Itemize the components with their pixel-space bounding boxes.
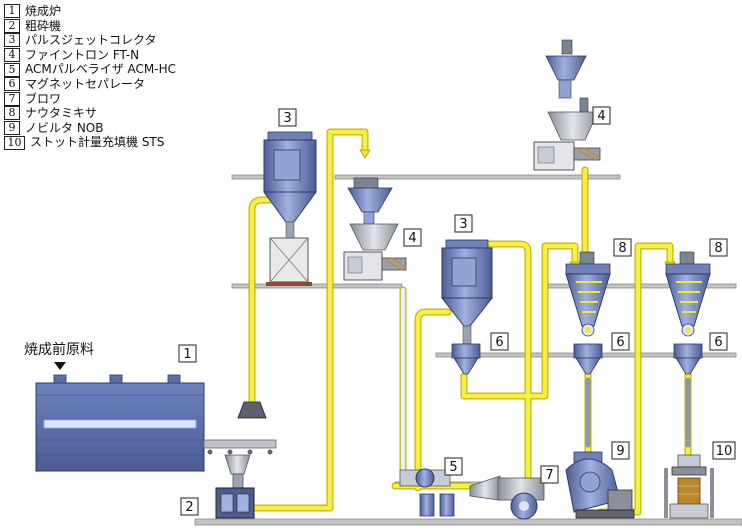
furnace-vent-2 [109, 374, 123, 384]
legend-text: パルスジェットコレクタ [25, 33, 157, 48]
pipe-acm-to-collector [414, 308, 452, 492]
pickup-funnel [237, 401, 267, 419]
callout-finetron-top: 4 [592, 106, 611, 125]
legend-text: ブロワ [25, 91, 62, 106]
floor-level-2-left [231, 283, 403, 289]
svg-text:6: 6 [495, 335, 503, 350]
callout-crusher: 2 [180, 497, 199, 516]
magsep-c [673, 343, 703, 375]
magsep-a [451, 343, 481, 375]
legend-item: 4 ファイントロン FT-N [4, 48, 176, 63]
legend-number: 4 [4, 48, 20, 63]
legend-item: 8 ナウタミキサ [4, 106, 176, 121]
legend-text: ストット計量充填機 STS [30, 135, 165, 150]
legend-item: 9 ノビルタ NOB [4, 121, 176, 136]
svg-text:4: 4 [597, 109, 605, 124]
crusher-neck [232, 473, 244, 489]
acm-rotor [415, 468, 435, 488]
legend-text: ノビルタ NOB [25, 120, 104, 135]
callout-magsep-a: 6 [490, 332, 509, 351]
callout-acm: 5 [444, 457, 463, 476]
svg-text:3: 3 [459, 217, 467, 232]
legend-text: マグネットセパレータ [25, 76, 146, 91]
legend-number: 7 [4, 91, 20, 106]
acm-pulverizer [399, 468, 501, 517]
svg-text:7: 7 [545, 468, 553, 483]
legend-item: 5 ACMパルベライザ ACM-HC [4, 62, 176, 77]
crusher [215, 454, 255, 519]
legend-item: 2 粗砕機 [4, 19, 176, 34]
legend-number: 5 [4, 62, 20, 77]
callout-magsep-b: 6 [611, 332, 630, 351]
pulse-jet-collector-top [263, 131, 317, 286]
legend-number: 1 [4, 4, 20, 19]
callout-collector-mid: 3 [454, 214, 473, 233]
callout-furnace: 1 [178, 344, 197, 363]
callout-nauta-a: 8 [613, 238, 632, 257]
legend-text: ファイントロン FT-N [25, 47, 140, 62]
callout-finetron-mid: 4 [403, 228, 422, 247]
pipe-collector-to-blower [486, 240, 532, 482]
magnetic-separators [451, 343, 703, 375]
svg-text:5: 5 [449, 460, 457, 475]
legend-item: 6 マグネットセパレータ [4, 77, 176, 92]
equipment-legend: 1 焼成炉 2 粗砕機 3 パルスジェットコレクタ 4 ファイントロン FT-N 5 AC… [4, 4, 176, 150]
crusher-hopper [224, 454, 251, 475]
legend-number: 10 [4, 135, 25, 150]
legend-number: 2 [4, 18, 20, 33]
pipe-furnace-to-collector [248, 196, 284, 406]
callout-nobilta: 9 [611, 441, 630, 460]
svg-text:6: 6 [616, 335, 624, 350]
legend-text: 粗砕機 [25, 18, 62, 33]
furnace-window [43, 419, 197, 429]
legend-number: 8 [4, 106, 20, 121]
legend-number: 9 [4, 121, 20, 136]
svg-text:6: 6 [714, 335, 722, 350]
ground-floor [194, 518, 742, 526]
svg-text:2: 2 [185, 500, 193, 515]
finetron-mid [343, 177, 407, 281]
callout-filler: 10 [712, 441, 736, 460]
legend-number: 6 [4, 77, 20, 92]
calcination-furnace [35, 362, 277, 472]
legend-item: 3 パルスジェットコレクタ [4, 33, 176, 48]
feed-arrow-icon [54, 362, 66, 370]
legend-number: 3 [4, 33, 20, 48]
magsep-b [573, 343, 603, 375]
conveyor [203, 439, 277, 449]
furnace-vent-1 [53, 374, 67, 384]
filler-bag [677, 477, 701, 505]
callouts: 1 2 3 3 4 4 5 6 6 6 7 8 8 9 10 [178, 106, 736, 516]
svg-text:4: 4 [408, 231, 416, 246]
svg-text:9: 9 [616, 444, 624, 459]
svg-text:8: 8 [618, 241, 626, 256]
pulse-jet-collector-mid [440, 239, 494, 345]
legend-item: 1 焼成炉 [4, 4, 176, 19]
finetron-top [533, 39, 601, 171]
nobilta [565, 451, 635, 519]
arrow-to-finetron [359, 149, 371, 159]
legend-item: 7 ブロワ [4, 92, 176, 107]
callout-magsep-c: 6 [709, 332, 728, 351]
legend-text: 焼成炉 [25, 4, 62, 18]
callout-collector-top: 3 [278, 108, 297, 127]
furnace-vent-3 [167, 374, 181, 384]
legend-text: ACMパルベライザ ACM-HC [25, 62, 177, 77]
blower [497, 477, 545, 520]
svg-text:8: 8 [714, 241, 722, 256]
callout-nauta-b: 8 [709, 238, 728, 257]
svg-text:3: 3 [283, 111, 291, 126]
weigh-filler [664, 454, 714, 519]
feed-label: 焼成前原料 [24, 341, 94, 358]
callout-blower: 7 [540, 465, 559, 484]
nauta-mixer-a [565, 251, 611, 337]
legend-text: ナウタミキサ [25, 106, 98, 121]
legend-item: 10 ストット計量充填機 STS [4, 135, 176, 150]
floor-level-3-right [334, 174, 621, 180]
nauta-mixer-b [665, 251, 711, 337]
svg-text:10: 10 [716, 444, 733, 459]
svg-text:1: 1 [183, 347, 191, 362]
